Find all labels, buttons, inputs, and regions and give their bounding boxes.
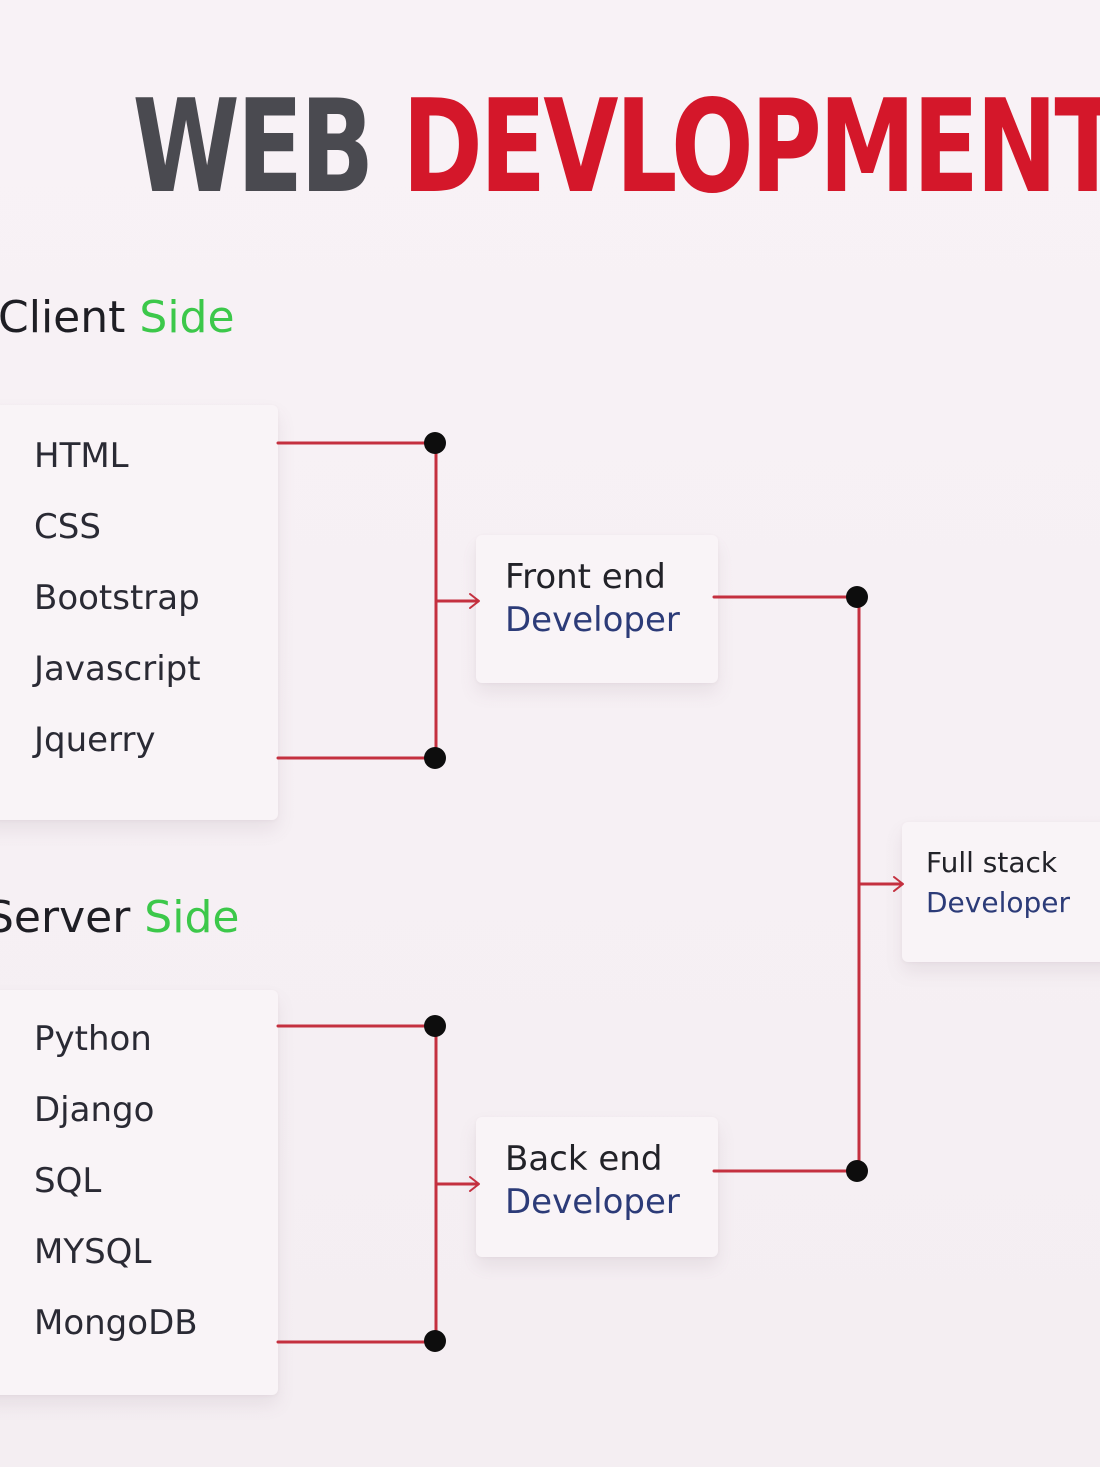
fullstack-line1: Full stack xyxy=(926,846,1058,879)
fullstack-card xyxy=(902,822,1100,962)
backend-line1: Back end xyxy=(505,1139,663,1179)
client-heading-word: Client xyxy=(0,292,126,343)
client-tech-item: HTML xyxy=(34,436,129,476)
server-heading-word: Server xyxy=(0,892,131,943)
frontend-role: Front end Developer xyxy=(505,556,680,642)
fullstack-line2: Developer xyxy=(926,886,1071,919)
server-tech-item: SQL xyxy=(34,1161,102,1201)
backend-card xyxy=(476,1117,718,1257)
node-dot xyxy=(424,432,446,454)
frontend-line2: Developer xyxy=(505,600,680,640)
backend-role: Back end Developer xyxy=(505,1138,680,1224)
server-tech-card xyxy=(0,990,278,1395)
fullstack-role: Full stack Developer xyxy=(926,843,1070,923)
frontend-arrow-icon xyxy=(469,593,480,609)
client-side-heading: Client Side xyxy=(0,296,235,340)
server-tech-item: Python xyxy=(34,1019,152,1059)
node-dot xyxy=(424,1015,446,1037)
client-tech-card xyxy=(0,405,278,820)
client-tech-item: CSS xyxy=(34,507,101,547)
node-dot xyxy=(424,747,446,769)
server-tech-list: Python Django SQL MYSQL MongoDB xyxy=(34,1021,198,1376)
server-heading-accent: Side xyxy=(144,892,240,943)
server-tech-item: MYSQL xyxy=(34,1232,152,1272)
page-title: WEB DEVLOPMENT xyxy=(132,77,1100,219)
frontend-line1: Front end xyxy=(505,557,666,597)
node-dot xyxy=(846,1160,868,1182)
client-tech-item: Bootstrap xyxy=(34,578,200,618)
title-web: WEB xyxy=(132,73,374,222)
client-heading-accent: Side xyxy=(139,292,235,343)
title-development: DEVLOPMENT xyxy=(402,73,1100,222)
backend-arrow-icon xyxy=(469,1176,480,1192)
node-dot xyxy=(846,586,868,608)
client-tech-item: Jquerry xyxy=(34,720,156,760)
fullstack-arrow-icon xyxy=(893,876,904,892)
server-tech-item: Django xyxy=(34,1090,155,1130)
frontend-card xyxy=(476,535,718,683)
server-side-heading: Server Side xyxy=(0,896,239,940)
node-dot xyxy=(424,1330,446,1352)
client-tech-list: HTML CSS Bootstrap Javascript Jquerry xyxy=(34,438,201,793)
backend-line2: Developer xyxy=(505,1182,680,1222)
server-tech-item: MongoDB xyxy=(34,1303,198,1343)
client-tech-item: Javascript xyxy=(34,649,201,689)
